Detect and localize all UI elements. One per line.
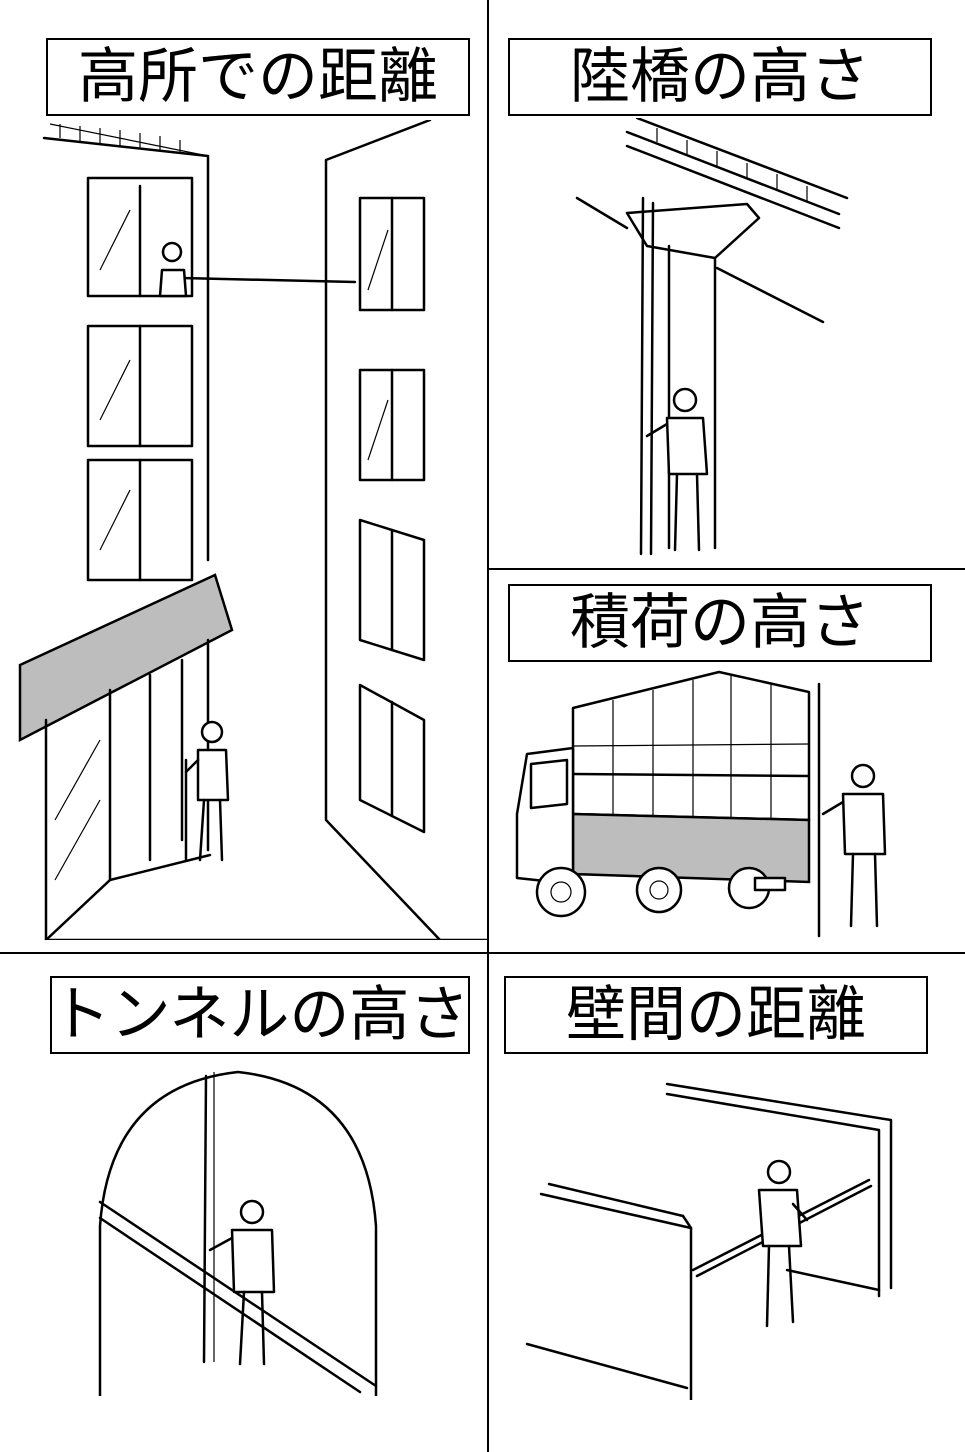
- measure-line-high: [180, 276, 357, 284]
- vertical-divider: [487, 0, 489, 1452]
- bridge-deck: [575, 118, 849, 324]
- truck: [515, 746, 811, 918]
- worker-cargo: [821, 763, 887, 928]
- horizontal-divider-right-bottom: [487, 952, 965, 954]
- worker-overpass: [645, 387, 709, 552]
- back-wall: [665, 1082, 893, 1298]
- horizontal-divider-right-top: [487, 568, 965, 570]
- measuring-pole-tunnel: [202, 1074, 208, 1364]
- left-building: [18, 123, 487, 940]
- panel-title-wall-gap: 壁間の距離: [504, 976, 928, 1054]
- worker-on-street: [184, 720, 230, 862]
- horizontal-divider-left: [0, 952, 489, 954]
- measuring-pole: [639, 196, 645, 556]
- worker-tunnel: [208, 1199, 276, 1366]
- cargo-load: [571, 670, 811, 822]
- front-wall: [525, 1182, 693, 1400]
- right-building: [324, 120, 442, 940]
- panel-title-cargo: 積荷の高さ: [508, 584, 932, 662]
- wall-gap-scene: [525, 1082, 893, 1400]
- panel-title-tunnel: トンネルの高さ: [50, 976, 470, 1054]
- tunnel-scene: [98, 1070, 378, 1396]
- panel-title-high-place: 高所での距離: [46, 38, 470, 116]
- worker-in-window: [158, 241, 188, 298]
- overpass-scene: [575, 118, 849, 556]
- panel-title-overpass: 陸橋の高さ: [508, 38, 932, 116]
- worker-wall: [757, 1159, 809, 1328]
- cargo-scene: [515, 670, 887, 938]
- high-place-scene: [18, 120, 487, 940]
- bridge-pier: [625, 202, 761, 550]
- tunnel-arch: [98, 1070, 378, 1396]
